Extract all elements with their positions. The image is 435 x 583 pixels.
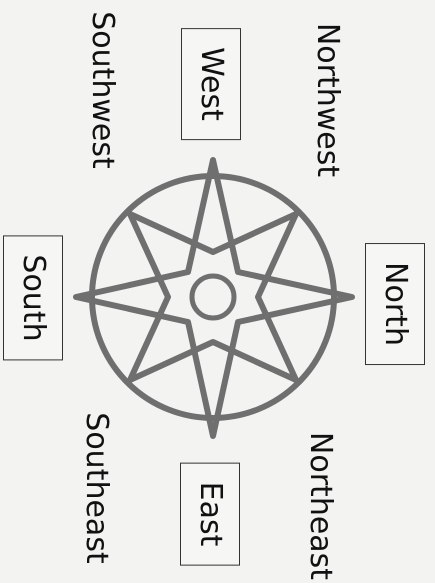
south-label: South [3, 235, 63, 360]
east-label: East [180, 463, 240, 566]
north-label: North [365, 243, 425, 365]
compass-diagonal-star [130, 214, 296, 380]
compass-main-star [76, 160, 352, 436]
northeast-label: Northeast [305, 432, 335, 580]
compass-center-ring [192, 276, 234, 318]
southeast-label: Southeast [81, 412, 111, 563]
northwest-label: Northwest [312, 23, 342, 177]
southwest-label: Southwest [87, 11, 117, 169]
west-label: West [181, 28, 241, 140]
